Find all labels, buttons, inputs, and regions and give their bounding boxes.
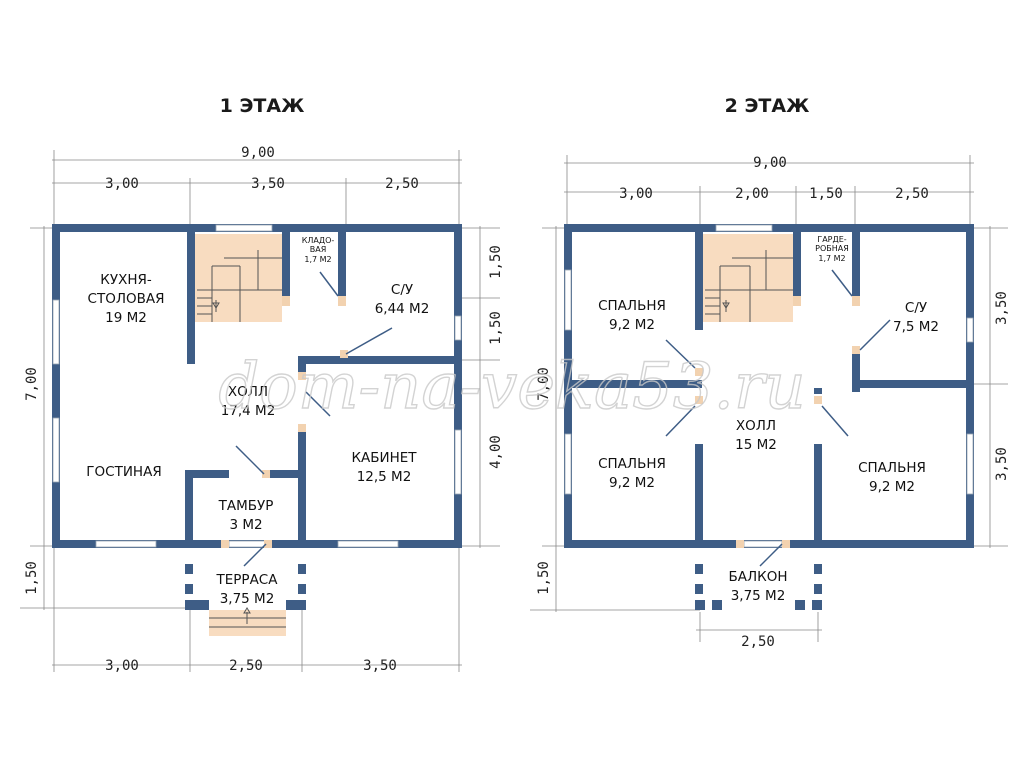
room-area: 19 М2 — [105, 310, 147, 326]
floor-2-dim-top-1: 3,00 — [619, 186, 653, 202]
room-name: ТЕРРАСА — [216, 572, 279, 588]
floor-2: 2 ЭТАЖ 9,00 3,00 2,00 1,50 2,50 7,00 — [530, 95, 1010, 650]
room-name: ГАРДЕ- — [817, 235, 846, 244]
floor-2-room-bedroom-bottom-right: СПАЛЬНЯ 9,2 М2 — [858, 460, 926, 495]
floor-2-title: 2 ЭТАЖ — [725, 95, 810, 117]
floor-2-dim-balcony-depth: 1,50 — [536, 561, 552, 595]
room-name: ТАМБУР — [218, 498, 274, 514]
room-name: СПАЛЬНЯ — [598, 456, 666, 472]
room-area: 15 М2 — [735, 437, 777, 453]
room-name: СПАЛЬНЯ — [598, 298, 666, 314]
room-name: КЛАДО- — [302, 236, 335, 245]
floor-2-room-bath: С/У 7,5 М2 — [893, 300, 939, 335]
floor-2-dim-height: 7,00 — [536, 367, 552, 401]
room-name: ХОЛЛ — [736, 418, 776, 434]
floor-2-staircase — [703, 234, 793, 322]
room-area: 3,75 М2 — [731, 588, 786, 604]
room-area: 17,4 М2 — [221, 403, 276, 419]
floor-2-dim-right-1: 3,50 — [994, 291, 1010, 325]
room-area: 7,5 М2 — [893, 319, 939, 335]
floor-1-room-hall: ХОЛЛ 17,4 М2 — [221, 384, 276, 419]
watermark: dom-na-veka53.ru — [218, 350, 805, 424]
floor-1-room-terrace: ТЕРРАСА 3,75 М2 — [216, 572, 279, 607]
floor-1-dim-right-2: 1,50 — [488, 311, 504, 345]
room-area: 3 М2 — [229, 517, 262, 533]
room-area: 9,2 М2 — [869, 479, 915, 495]
floor-1-dim-right-1: 1,50 — [488, 245, 504, 279]
floor-2-room-hall: ХОЛЛ 15 М2 — [735, 418, 777, 453]
floor-2-door-swings — [665, 269, 891, 567]
floor-1-dim-bottom-2: 2,50 — [229, 658, 263, 674]
floor-2-dimensions — [530, 155, 1008, 642]
floor-1-room-pantry: КЛАДО- ВАЯ 1,7 М2 — [302, 236, 335, 264]
room-name: КУХНЯ- — [100, 272, 152, 288]
floor-1-dim-top-2: 3,50 — [251, 176, 285, 192]
room-area: 1,7 М2 — [304, 255, 331, 264]
floor-2-room-bedroom-bottom-left: СПАЛЬНЯ 9,2 М2 — [598, 456, 666, 491]
room-name: БАЛКОН — [728, 569, 787, 585]
floor-1-room-living: ГОСТИНАЯ — [86, 464, 161, 480]
room-area: 9,2 М2 — [609, 317, 655, 333]
floor-1-dim-top-1: 3,00 — [105, 176, 139, 192]
floor-2-dim-top-3: 1,50 — [809, 186, 843, 202]
room-name: С/У — [905, 300, 927, 316]
room-area: 9,2 М2 — [609, 475, 655, 491]
floor-1-dim-bottom-1: 3,00 — [105, 658, 139, 674]
floor-1-staircase — [195, 234, 282, 322]
floor-1-dim-bottom-3: 3,50 — [363, 658, 397, 674]
room-area: 6,44 М2 — [375, 301, 430, 317]
floor-1-dim-height: 7,00 — [24, 367, 40, 401]
floor-2-dim-total-width: 9,00 — [753, 155, 787, 171]
floor-1-room-office: КАБИНЕТ 12,5 М2 — [351, 450, 417, 485]
floor-2-dim-top-2: 2,00 — [735, 186, 769, 202]
room-name: РОБНАЯ — [815, 244, 849, 253]
floor-1-dimensions — [20, 150, 500, 672]
floor-1-dim-terrace-depth: 1,50 — [24, 561, 40, 595]
floor-2-room-bedroom-top-left: СПАЛЬНЯ 9,2 М2 — [598, 298, 666, 333]
floor-1-room-bath: С/У 6,44 М2 — [375, 282, 430, 317]
floor-1-door-swings — [235, 271, 393, 567]
floor-2-dim-right-2: 3,50 — [994, 447, 1010, 481]
floor-1-windows — [52, 224, 462, 548]
floor-2-room-wardrobe: ГАРДЕ- РОБНАЯ 1,7 М2 — [815, 235, 849, 263]
room-name: С/У — [391, 282, 413, 298]
room-name: СТОЛОВАЯ — [88, 291, 165, 307]
floor-1-terrace-steps — [209, 607, 286, 636]
floor-1-dim-top-3: 2,50 — [385, 176, 419, 192]
floor-1-dim-right-3: 4,00 — [488, 435, 504, 469]
room-area: 3,75 М2 — [220, 591, 275, 607]
floor-1-dim-total-width: 9,00 — [241, 145, 275, 161]
room-name: ВАЯ — [310, 245, 327, 254]
floor-1-title: 1 ЭТАЖ — [220, 95, 305, 117]
floor-2-dim-balcony-width: 2,50 — [741, 634, 775, 650]
room-area: 12,5 М2 — [357, 469, 412, 485]
floor-2-windows — [564, 224, 974, 548]
room-area: 1,7 М2 — [818, 254, 845, 263]
room-name: ХОЛЛ — [228, 384, 268, 400]
floor-1-room-kitchen: КУХНЯ- СТОЛОВАЯ 19 М2 — [88, 272, 165, 326]
floor-2-room-balcony: БАЛКОН 3,75 М2 — [728, 569, 787, 604]
room-name: ГОСТИНАЯ — [86, 464, 161, 480]
room-name: КАБИНЕТ — [351, 450, 417, 466]
floor-1: 1 ЭТАЖ 9,00 3,00 3,50 2,50 — [20, 95, 504, 674]
room-name: СПАЛЬНЯ — [858, 460, 926, 476]
floor-1-room-vestibule: ТАМБУР 3 М2 — [218, 498, 274, 533]
floor-2-dim-top-4: 2,50 — [895, 186, 929, 202]
